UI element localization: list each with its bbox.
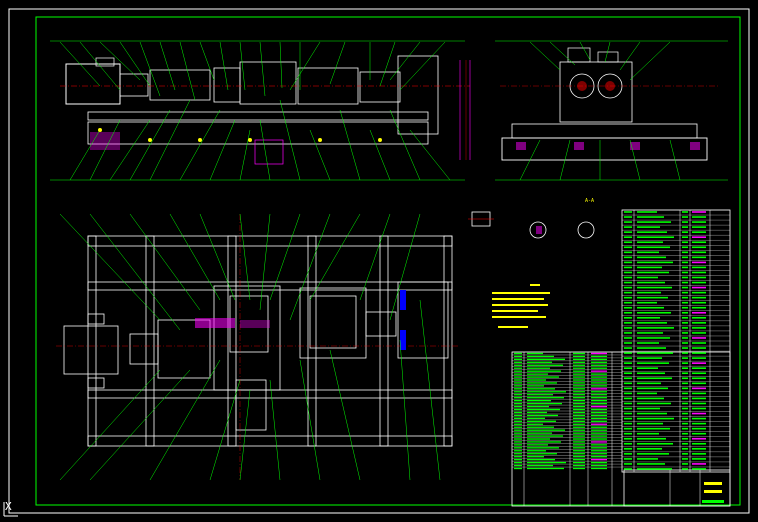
section-label-aa: A-A [585, 198, 594, 204]
front-view [50, 40, 471, 181]
side-view [495, 40, 728, 181]
outer-border [8, 8, 750, 514]
ucs-x-label: X [5, 500, 12, 513]
section-details [468, 211, 595, 239]
inner-frame [35, 16, 741, 506]
table-rows [512, 209, 730, 470]
ucs-axis-icon [3, 502, 18, 517]
plan-view [56, 213, 550, 481]
